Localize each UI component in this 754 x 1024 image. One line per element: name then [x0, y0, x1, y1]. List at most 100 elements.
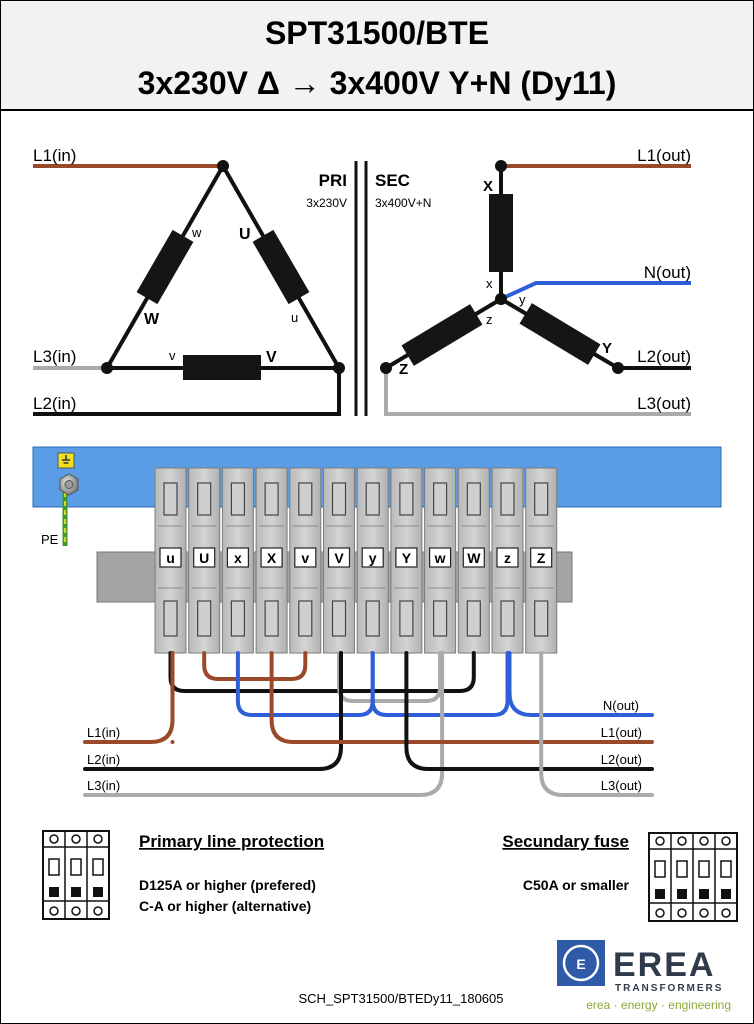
wire-l2-out — [404, 651, 654, 771]
terminal-label-w: w — [434, 550, 446, 566]
terminal-w: w — [424, 467, 457, 654]
erea-logo: E EREA TRANSFORMERS erea · energy · engi… — [557, 940, 731, 1012]
wire-l1-out-label: L1(out) — [601, 725, 642, 740]
terminal-label-U: U — [199, 550, 209, 566]
l3-out-label: L3(out) — [637, 394, 691, 413]
jumper-u-to-w — [168, 651, 476, 693]
coil-u — [252, 229, 310, 305]
secondary-fuse-title: Secundary fuse — [502, 832, 629, 851]
wire-n-out — [507, 651, 654, 717]
sec-voltage: 3x400V+N — [375, 196, 431, 210]
erea-brand: EREA — [613, 946, 715, 984]
terminal-Y: Y — [390, 467, 423, 654]
wire-l3-in — [83, 651, 445, 797]
star-neutral-node — [495, 293, 507, 305]
jumper-V-to-w — [337, 651, 443, 703]
star-node-top — [495, 160, 507, 172]
l1-out-label: L1(out) — [637, 146, 691, 165]
l2-in-label: L2(in) — [33, 394, 76, 413]
delta-node-right — [333, 362, 345, 374]
document-id: SCH_SPT31500/BTEDy11_180605 — [299, 991, 504, 1006]
wire-l1-out — [269, 651, 654, 744]
erea-logo-ring — [562, 944, 600, 982]
wire-l1-in — [83, 651, 175, 744]
winding-u-end: U — [239, 226, 251, 243]
terminal-Z: Z — [525, 467, 558, 654]
star-node-left — [380, 362, 392, 374]
jumper-U-to-v — [202, 651, 308, 681]
wire-l3-out — [539, 651, 654, 797]
secondary-fuse-line1: C50A or smaller — [523, 877, 630, 893]
l1-in-label: L1(in) — [33, 146, 76, 165]
header: SPT31500/BTE 3x230V Δ → 3x400V Y+N (Dy11… — [1, 1, 753, 111]
terminal-label-W: W — [467, 550, 481, 566]
winding-v-start: v — [169, 348, 176, 363]
erea-tagline: erea · energy · engineering — [586, 998, 731, 1012]
wire-l3-out-label: L3(out) — [601, 778, 642, 793]
delta-node-left — [101, 362, 113, 374]
terminal-label-z: z — [504, 550, 511, 566]
winding-y-end: Y — [602, 340, 612, 357]
erea-logo-monogram: E — [576, 956, 585, 972]
terminal-label-V: V — [334, 550, 344, 566]
winding-u-start: u — [291, 310, 298, 325]
terminal-v: v — [289, 467, 322, 654]
coil-x — [489, 194, 513, 272]
delta-node-top — [217, 160, 229, 172]
winding-w-end: W — [144, 311, 160, 328]
sec-label: SEC — [375, 171, 410, 190]
winding-y-start: y — [519, 292, 526, 307]
l3-out-line — [384, 368, 691, 416]
terminal-label-v: v — [301, 550, 309, 566]
winding-z-end: Z — [399, 361, 408, 378]
product-title: SPT31500/BTE — [264, 15, 490, 51]
erea-brand-sub: TRANSFORMERS — [615, 983, 723, 994]
terminal-label-Z: Z — [537, 550, 546, 566]
pri-label: PRI — [319, 171, 347, 190]
terminal-x: x — [221, 467, 254, 654]
winding-z-start: z — [486, 312, 493, 327]
wire-l2-in-label: L2(in) — [87, 752, 120, 767]
terminal-y: y — [356, 467, 389, 654]
primary-protection-line1: D125A or higher (prefered) — [139, 877, 316, 893]
l3-in-label: L3(in) — [33, 347, 76, 366]
terminal-X: X — [255, 467, 288, 654]
terminal-label-y: y — [369, 550, 377, 566]
n-out-label: N(out) — [644, 263, 691, 282]
winding-x-start: x — [486, 276, 493, 291]
coil-w — [136, 229, 194, 305]
pri-voltage: 3x230V — [306, 196, 347, 210]
terminal-z: z — [491, 467, 524, 654]
wire-l1-in-label: L1(in) — [87, 725, 120, 740]
secondary-star: SEC 3x400V+N L1(out) N(out) L2(out) L3(o… — [375, 146, 691, 416]
primary-protection-line2: C-A or higher (alternative) — [139, 898, 311, 914]
l2-out-label: L2(out) — [637, 347, 691, 366]
primary-protection-title: Primary line protection — [139, 832, 324, 851]
wire-l2-out-label: L2(out) — [601, 752, 642, 767]
terminal-label-x: x — [234, 550, 242, 566]
wire-l2-in — [83, 651, 343, 771]
terminal-label-Y: Y — [402, 550, 412, 566]
primary-delta: L1(in) L3(in) L2(in) w W U u v V PRI 3x2… — [33, 146, 347, 416]
wire-n-out-label: N(out) — [603, 698, 639, 713]
coil-v — [183, 355, 261, 380]
n-out-line — [500, 281, 691, 301]
terminal-u: u — [154, 467, 187, 654]
terminal-V: V — [323, 467, 355, 654]
primary-breaker-icon — [42, 830, 110, 920]
coil-y — [519, 303, 601, 365]
winding-v-end: V — [266, 349, 277, 366]
winding-w-start: w — [191, 225, 202, 240]
wire-l3-in-label: L3(in) — [87, 778, 120, 793]
secondary-breaker-icon — [648, 832, 738, 922]
pe-screw-center — [64, 480, 74, 489]
star-node-right — [612, 362, 624, 374]
terminal-label-X: X — [267, 550, 277, 566]
terminal-U: U — [188, 467, 221, 654]
connection-subtitle: 3x230V Δ → 3x400V Y+N (Dy11) — [137, 65, 617, 101]
coil-z — [401, 304, 483, 366]
terminal-label-u: u — [166, 550, 175, 566]
